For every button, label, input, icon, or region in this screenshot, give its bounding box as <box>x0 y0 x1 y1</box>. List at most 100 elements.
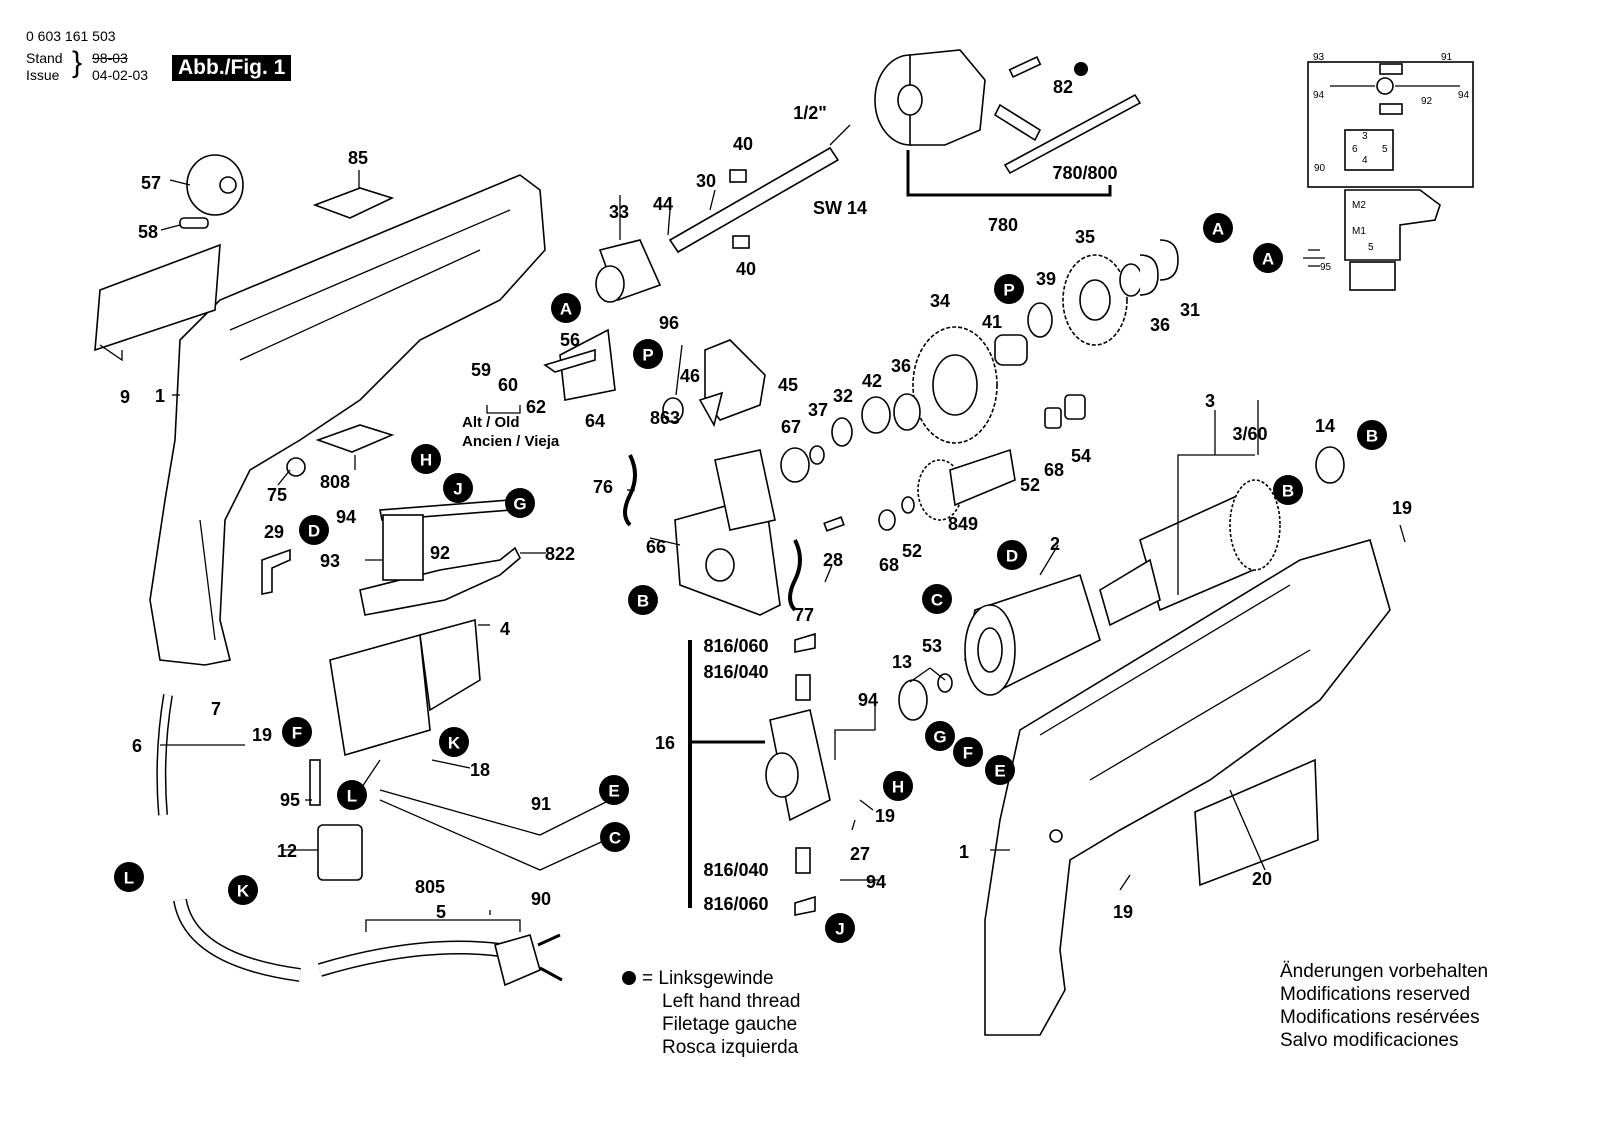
part-label: 19 <box>252 725 272 745</box>
part-label: 75 <box>267 485 287 505</box>
schematic-label: 94 <box>1458 90 1470 101</box>
part-label: 40 <box>736 259 756 279</box>
connector-letter: H <box>892 778 904 797</box>
issue-label: Issue <box>26 67 60 83</box>
connector-letter: E <box>994 762 1005 781</box>
connector-p: P <box>994 274 1024 304</box>
armature-3-60 <box>1099 479 1281 627</box>
left-hand-dot <box>1074 62 1088 76</box>
part-label: 44 <box>653 194 673 214</box>
schematic-label: 90 <box>1314 163 1326 174</box>
schematic-label: M1 <box>1352 226 1366 237</box>
gear-34 <box>912 326 998 444</box>
part-95 <box>309 759 321 806</box>
connector-letter: C <box>931 591 943 610</box>
part-label: 1/2" <box>793 103 827 123</box>
connector-c: C <box>600 822 630 852</box>
trigger-822 <box>359 546 521 616</box>
part-label: 29 <box>264 522 284 542</box>
part-label: 18 <box>470 760 490 780</box>
connector-letter: P <box>642 346 653 365</box>
brush-816-040-bottom <box>795 847 811 874</box>
circlip-31 <box>1139 254 1159 296</box>
brush-plate-93 <box>382 514 424 581</box>
cap-816-060-top <box>794 632 816 653</box>
schematic-label: M2 <box>1352 200 1366 211</box>
part-label: 32 <box>833 386 853 406</box>
connector-letter: P <box>1003 281 1014 300</box>
bracket-29 <box>261 548 291 595</box>
part-label: 34 <box>930 291 950 311</box>
connector-letter: A <box>560 300 572 319</box>
bearing-13 <box>898 679 928 721</box>
part-label: 68 <box>879 555 899 575</box>
part-label: 28 <box>823 550 843 570</box>
part-label: 3/60 <box>1232 424 1267 444</box>
bearing-68b <box>878 509 896 531</box>
connector-letter: K <box>448 734 461 753</box>
ring-37 <box>809 445 825 465</box>
connector-c: C <box>922 584 952 614</box>
screw-58 <box>179 217 209 229</box>
brush-holder-16 <box>765 709 831 822</box>
part-label: 90 <box>531 889 551 909</box>
part-label: 19 <box>1113 902 1133 922</box>
part-label: 52 <box>902 541 922 561</box>
connector-l: L <box>337 780 367 810</box>
part-label: 60 <box>498 375 518 395</box>
part-label: 57 <box>141 173 161 193</box>
part-label: 20 <box>1252 869 1272 889</box>
part-label: 94 <box>336 507 356 527</box>
ring-36 <box>893 393 921 431</box>
left-hand-legend: = Linksgewinde Left hand thread Filetage… <box>622 967 800 1059</box>
part-label: 41 <box>982 312 1002 332</box>
connector-letter: C <box>609 829 621 848</box>
connector-g: G <box>925 721 955 751</box>
part-label: 33 <box>609 202 629 222</box>
part-label: 16 <box>655 733 675 753</box>
schematic-label: 3 <box>1362 131 1368 142</box>
legend-line-1: = Linksgewinde <box>642 968 774 989</box>
connector-g: G <box>505 488 535 518</box>
connector-letter: B <box>637 592 649 611</box>
connector-b: B <box>628 585 658 615</box>
part-label: 42 <box>862 371 882 391</box>
cap-816-060-bottom <box>794 895 816 916</box>
spring-76 <box>623 454 637 527</box>
connector-d: D <box>299 515 329 545</box>
label-85 <box>312 187 395 219</box>
part-label: 822 <box>545 544 575 564</box>
part-label: 780/800 <box>1052 163 1117 183</box>
part-label: 31 <box>1180 300 1200 320</box>
connector-a: A <box>1253 243 1283 273</box>
schematic-label: 5 <box>1368 242 1374 253</box>
part-label: 3 <box>1205 391 1215 411</box>
schematic-label: 91 <box>1441 52 1453 63</box>
part-label: 46 <box>680 366 700 386</box>
schematic-label: 94 <box>1313 90 1325 101</box>
stand-label: Stand <box>26 50 63 66</box>
part-label: 19 <box>875 806 895 826</box>
part-46 <box>698 391 724 428</box>
schematic-label: 4 <box>1362 155 1368 166</box>
part-label: 863 <box>650 408 680 428</box>
part-56 <box>559 328 616 401</box>
part-label: 85 <box>348 148 368 168</box>
legend-line-4: Rosca izquierda <box>662 1037 799 1058</box>
part-label: SW 14 <box>813 198 867 218</box>
connector-b: B <box>1357 420 1387 450</box>
connector-k: K <box>228 875 258 905</box>
alt-old-line2: Ancien / Vieja <box>462 433 560 450</box>
part-label: 816/040 <box>703 662 768 682</box>
part-label: 1 <box>959 842 969 862</box>
part-label: 37 <box>808 400 828 420</box>
part-label: 19 <box>1392 498 1412 518</box>
gear-housing-66 <box>674 449 781 616</box>
part-label: 2 <box>1050 534 1060 554</box>
mod-line-2: Modifications reserved <box>1280 984 1471 1005</box>
nameplate-9 <box>94 243 221 352</box>
connector-j: J <box>443 473 473 503</box>
